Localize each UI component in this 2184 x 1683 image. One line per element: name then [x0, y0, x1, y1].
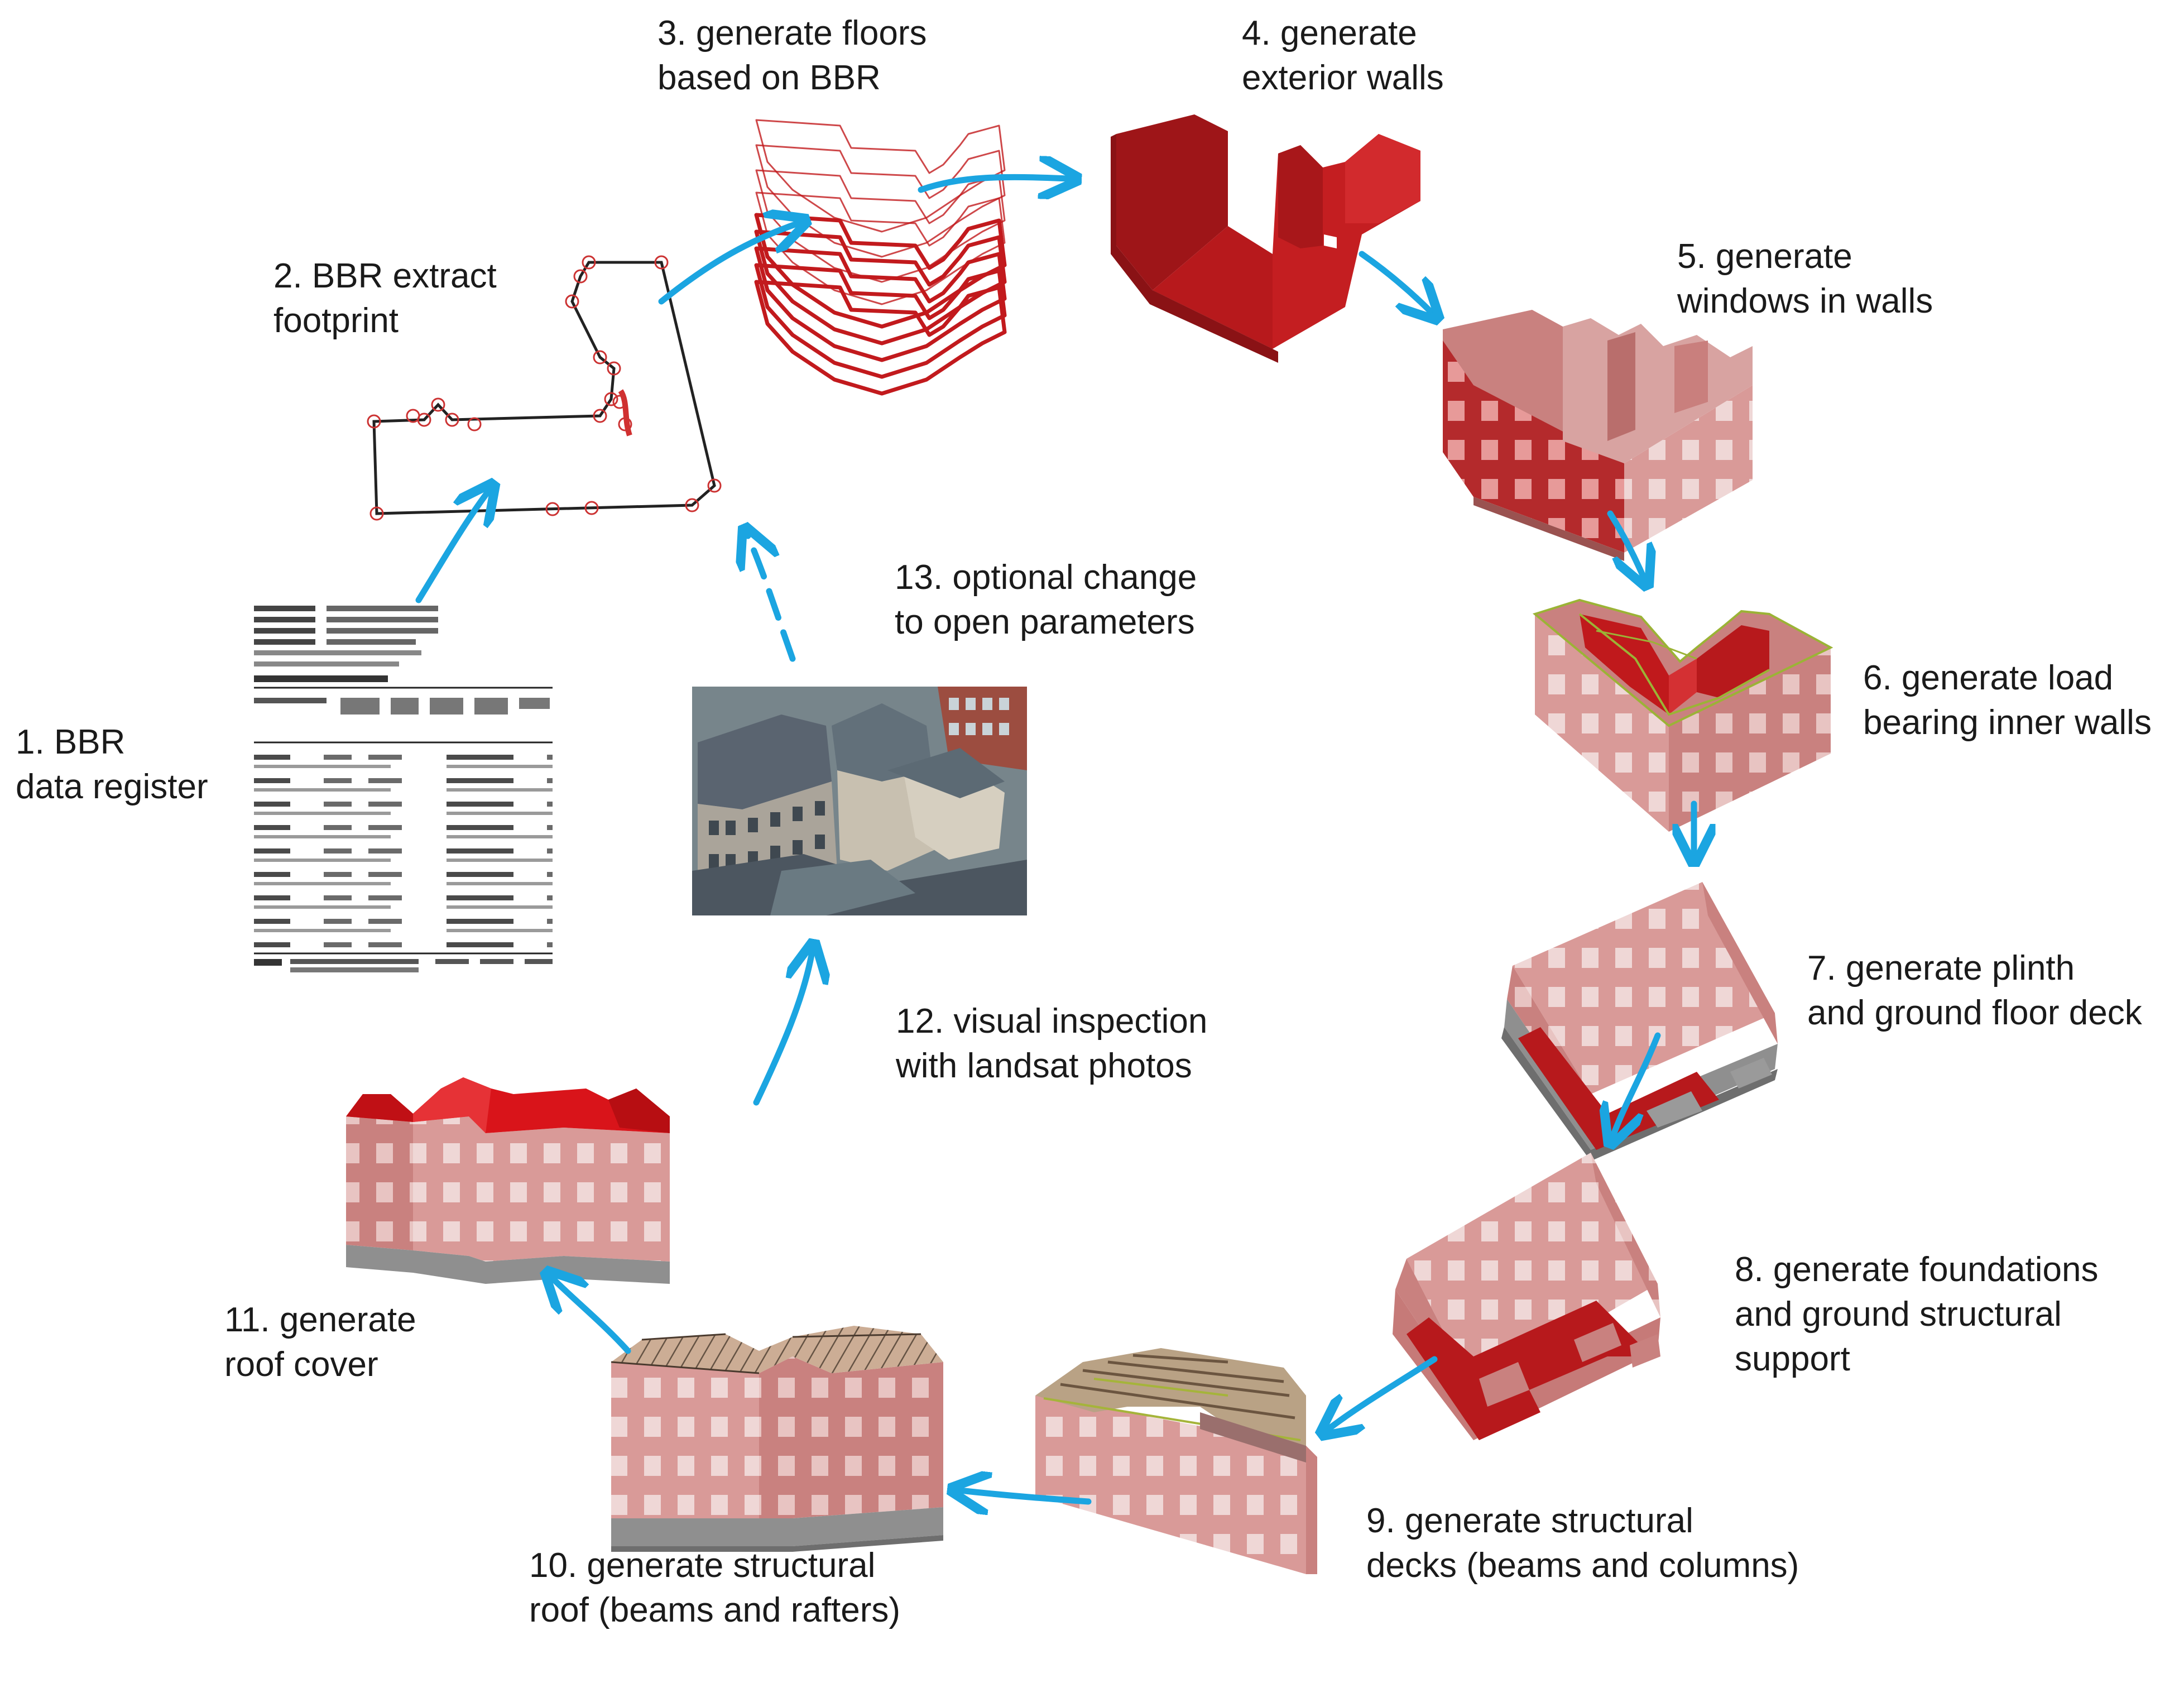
- step-2-label: 2. BBR extract footprint: [273, 257, 497, 340]
- arrow-5-to-6: [1607, 510, 1644, 578]
- arrow-13-dashed: [748, 536, 796, 662]
- step-4-label: 4. generate exterior walls: [1242, 14, 1444, 97]
- step-9-label: 9. generate structural decks (beams and …: [1366, 1502, 1799, 1585]
- step-11-label: 11. generate roof cover: [224, 1301, 416, 1384]
- inner-walls-icon: [1532, 598, 1833, 832]
- stacked-floors-icon: [754, 119, 1007, 396]
- arrow-4-to-5: [1359, 251, 1432, 313]
- arrow-9-to-10: [960, 1490, 1092, 1502]
- footprint-outline-icon: [367, 255, 722, 521]
- step-5-label: 5. generate windows in walls: [1677, 237, 1933, 320]
- exterior-walls-icon: [1111, 114, 1420, 363]
- step-7-label: 7. generate plinth and ground floor deck: [1807, 949, 2142, 1032]
- structural-decks-icon: [1035, 1348, 1317, 1574]
- step-12-label: 12. visual inspection with landsat photo…: [896, 1002, 1208, 1085]
- step-13-label: 13. optional change to open parameters: [895, 558, 1197, 641]
- document-table-icon: [248, 600, 561, 991]
- arrow-10-to-11: [553, 1278, 631, 1354]
- step-10-label: 10. generate structural roof (beams and …: [529, 1546, 901, 1629]
- step-3-label: 3. generate floors based on BBR: [657, 14, 927, 97]
- arrow-3-to-4: [918, 177, 1069, 190]
- step-6-label: 6. generate load bearing inner walls: [1863, 659, 2152, 742]
- arrow-2-to-3: [658, 223, 798, 305]
- workflow-arrows: [415, 177, 1694, 1502]
- plinth-deck-icon: [1501, 882, 1778, 1161]
- arrow-8-to-9: [1328, 1356, 1438, 1429]
- windowed-walls-icon: [1443, 310, 1753, 561]
- step-8-label: 8. generate foundations and ground struc…: [1735, 1250, 2099, 1378]
- foundations-icon: [1393, 1153, 1660, 1440]
- arrow-11-to-12: [753, 952, 812, 1106]
- arrow-7-to-8: [1613, 1032, 1661, 1136]
- step-1-label: 1. BBR data register: [16, 723, 208, 806]
- roof-cover-icon: [346, 1077, 670, 1284]
- arrow-1-to-2: [415, 491, 488, 603]
- structural-roof-icon: [611, 1326, 943, 1552]
- aerial-photo-icon: [692, 687, 1027, 915]
